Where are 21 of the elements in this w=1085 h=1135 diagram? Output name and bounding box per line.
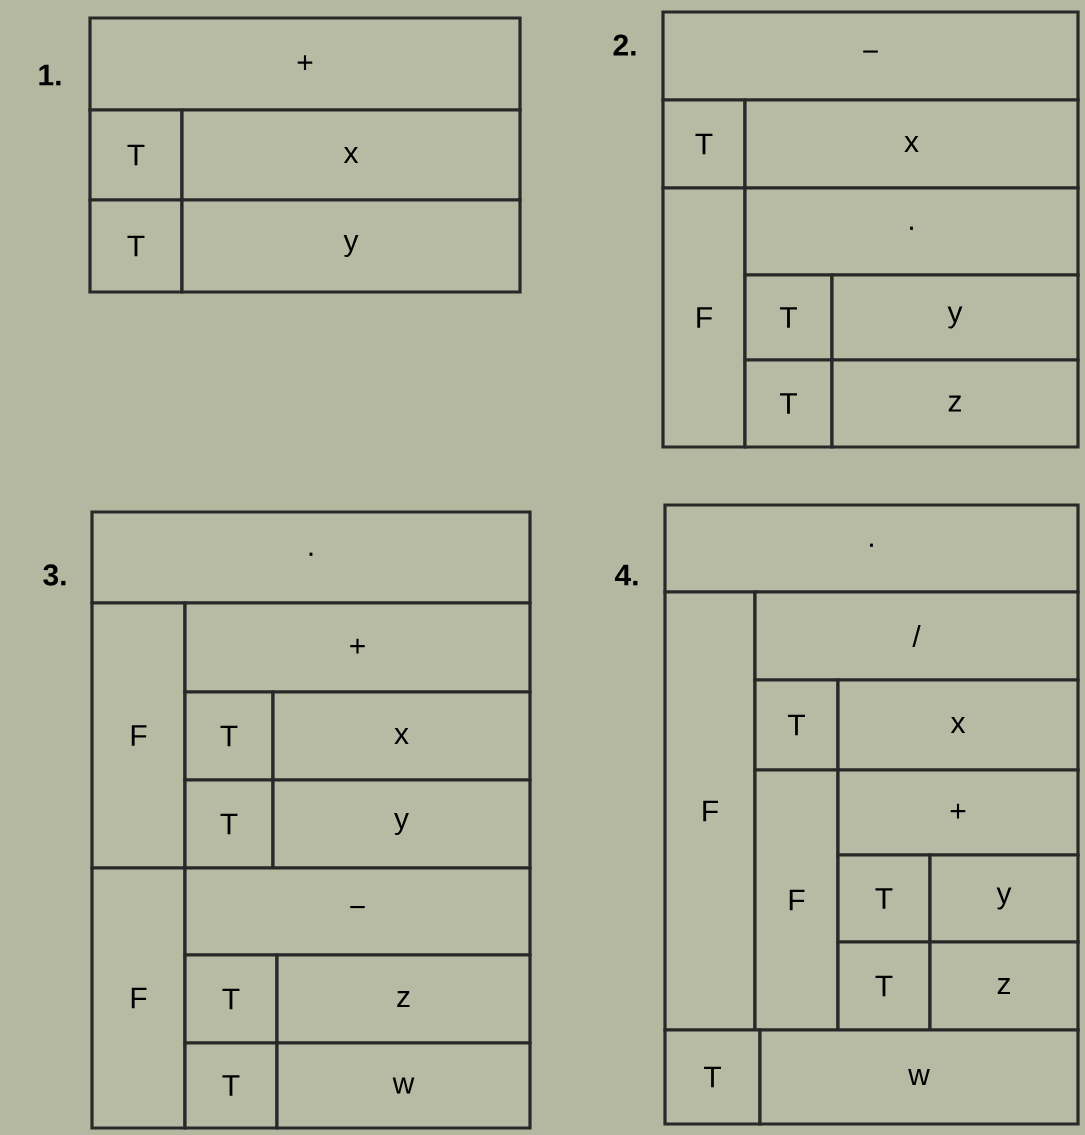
- diagram-number: 4.: [614, 564, 638, 586]
- table-cell: T: [743, 358, 834, 449]
- diagram-number: 2.: [613, 34, 636, 56]
- table-cell: T: [743, 273, 834, 362]
- table-cell: T: [836, 940, 932, 1032]
- table-cell: ·: [663, 503, 1080, 594]
- table-cell: T: [88, 108, 184, 202]
- table-cell: T: [836, 853, 932, 944]
- table-cell: T: [183, 778, 275, 870]
- table-cell: T: [88, 198, 184, 294]
- diagram-number: 1.: [39, 64, 61, 86]
- diagram-number: 3.: [43, 564, 66, 586]
- table-cell: T: [663, 1028, 762, 1126]
- table-cell: z: [928, 940, 1080, 1032]
- table-cell: ·: [90, 510, 532, 605]
- table-cell: T: [183, 953, 279, 1045]
- table-cell: y: [928, 853, 1080, 944]
- table-cell: T: [753, 678, 840, 772]
- table-cell: T: [661, 98, 747, 190]
- table-cell: T: [183, 690, 275, 782]
- table-cell: T: [183, 1041, 279, 1130]
